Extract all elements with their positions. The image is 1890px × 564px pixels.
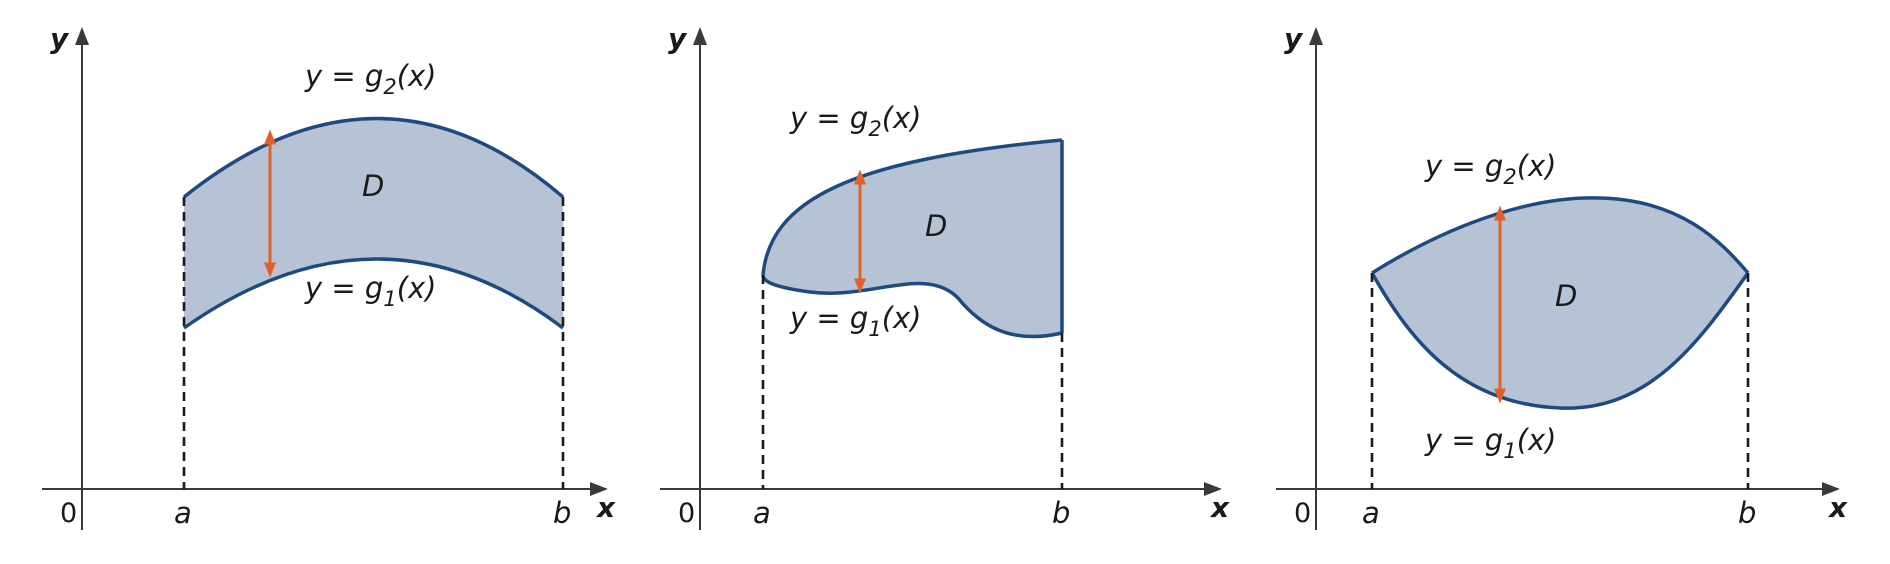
origin-label: 0 <box>678 498 695 529</box>
origin-label: 0 <box>1294 498 1311 529</box>
y-axis-label: y <box>668 22 688 55</box>
panel-2: y x 0 D y = g2(x) y = g1(x) a b <box>660 22 1230 530</box>
y-axis-arrow-icon <box>75 27 89 45</box>
x-axis-label: x <box>1827 491 1848 524</box>
x-axis-arrow-icon <box>1204 482 1222 496</box>
limit-b-label: b <box>1052 496 1070 530</box>
x-axis-arrow-icon <box>590 482 608 496</box>
y-axis-label: y <box>1284 22 1304 55</box>
region-label: D <box>362 169 384 203</box>
limit-b-label: b <box>1738 496 1756 530</box>
panel-3: y x 0 D y = g2(x) y = g1(x) a b <box>1276 22 1848 530</box>
x-axis-arrow-icon <box>1822 482 1840 496</box>
limit-a-label: a <box>1362 496 1380 530</box>
limit-a-label: a <box>753 496 771 530</box>
upper-curve-g2 <box>182 116 565 199</box>
x-axis-label: x <box>595 491 616 524</box>
lower-curve-label: y = g1(x) <box>1424 423 1556 463</box>
lower-curve-label: y = g1(x) <box>304 271 436 311</box>
upper-curve-g2 <box>1371 196 1750 275</box>
limit-b-label: b <box>553 496 571 530</box>
lower-curve-g1 <box>761 274 1063 339</box>
upper-curve-label: y = g2(x) <box>1424 149 1556 189</box>
panel-1-axes: y x 0 <box>42 22 616 530</box>
lower-curve-g1 <box>1370 271 1750 410</box>
upper-curve-label: y = g2(x) <box>304 59 436 99</box>
region-label: D <box>1555 279 1577 313</box>
panel-3-axes: y x 0 <box>1276 22 1848 530</box>
y-axis-label: y <box>50 22 70 55</box>
lower-curve-g1 <box>182 257 565 330</box>
panel-1: y x 0 D y = g2(x) y = g1(x) a b <box>42 22 616 530</box>
panel-2-axes: y x 0 <box>660 22 1230 530</box>
lower-curve-label: y = g1(x) <box>789 301 921 341</box>
limit-a-label: a <box>174 496 192 530</box>
region-label: D <box>925 209 947 243</box>
origin-label: 0 <box>60 498 77 529</box>
region-D-fill <box>763 140 1062 337</box>
region-D-fill <box>1372 197 1748 409</box>
y-axis-arrow-icon <box>693 27 707 45</box>
upper-curve-label: y = g2(x) <box>789 101 921 141</box>
upper-curve-g2 <box>761 138 1063 276</box>
y-axis-arrow-icon <box>1309 27 1323 45</box>
x-axis-label: x <box>1209 491 1230 524</box>
